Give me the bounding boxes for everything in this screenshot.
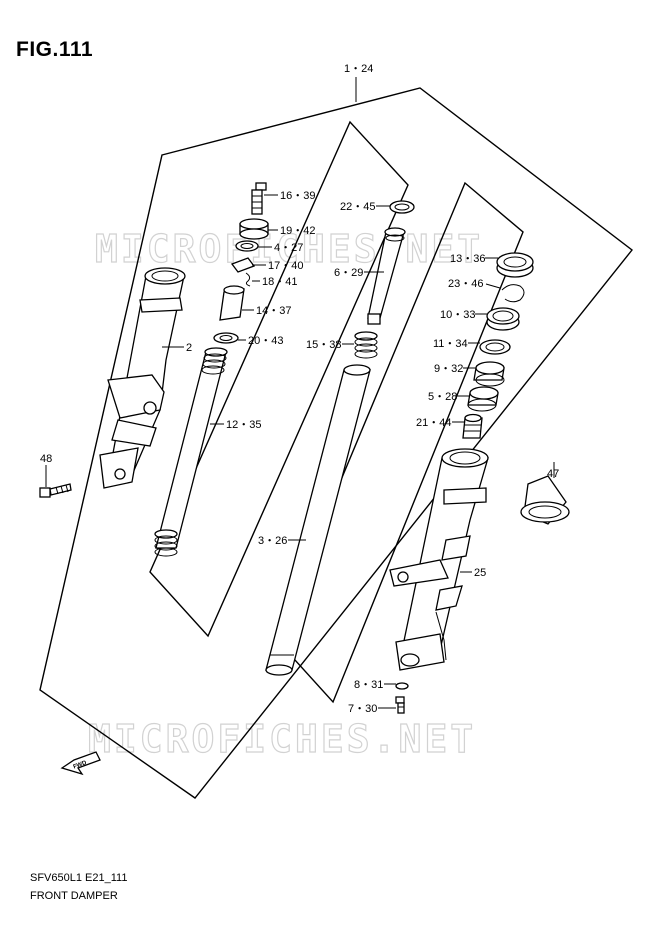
bolt-48 bbox=[39, 483, 72, 498]
callout-2: 2 bbox=[186, 342, 192, 354]
callout-18-41: 18・41 bbox=[262, 276, 297, 288]
left-cartridge-frame bbox=[149, 120, 409, 638]
circlip-23-46 bbox=[501, 284, 525, 303]
callout-10-33: 10・33 bbox=[440, 309, 475, 321]
leader-23-46 bbox=[485, 283, 501, 289]
spacer-14-37 bbox=[219, 285, 245, 321]
callout-25: 25 bbox=[474, 567, 486, 579]
callout-20-43: 20・43 bbox=[248, 335, 283, 347]
bushing-9-32 bbox=[473, 361, 505, 387]
callout-12-35: 12・35 bbox=[226, 419, 261, 431]
seal-22-45 bbox=[389, 200, 415, 214]
clip-18-41 bbox=[245, 272, 251, 287]
cap-19-42 bbox=[239, 218, 269, 240]
assembly-outline-frame bbox=[39, 87, 633, 799]
callout-21-44: 21・44 bbox=[416, 417, 451, 429]
rebound-spring-15-38 bbox=[354, 331, 378, 359]
washer-20-43 bbox=[213, 332, 239, 344]
figure-code: SFV650L1 E21_111 bbox=[30, 872, 128, 884]
inner-tube-3-26 bbox=[265, 364, 371, 676]
gasket-8-31 bbox=[395, 682, 409, 690]
outer-tube-right bbox=[389, 448, 489, 671]
callout-7-30: 7・30 bbox=[348, 703, 377, 715]
oil-lock-21-44 bbox=[462, 413, 483, 439]
callout-11-34: 11・34 bbox=[433, 338, 468, 350]
callout-15-38: 15・38 bbox=[306, 339, 341, 351]
callout-47: 47 bbox=[547, 468, 559, 480]
callout-3-26: 3・26 bbox=[258, 535, 287, 547]
callout-8-31: 8・31 bbox=[354, 679, 383, 691]
callout-4-27: 4・27 bbox=[274, 242, 303, 254]
callout-14-37: 14・37 bbox=[256, 305, 291, 317]
fwd-arrow-icon: FWD bbox=[60, 751, 101, 776]
bushing-5-28 bbox=[467, 386, 499, 412]
figure-name: FRONT DAMPER bbox=[30, 890, 118, 902]
callout-13-36: 13・36 bbox=[450, 253, 485, 265]
callout-48: 48 bbox=[40, 453, 52, 465]
callout-1-24: 1・24 bbox=[344, 63, 373, 75]
damper-cylinder-6-29 bbox=[367, 227, 406, 325]
bolt-16-39 bbox=[251, 182, 267, 215]
o-ring-4-27 bbox=[235, 240, 259, 252]
fwd-label: FWD bbox=[73, 760, 89, 771]
dust-seal-13-36 bbox=[496, 252, 534, 278]
callout-16-39: 16・39 bbox=[280, 190, 315, 202]
figure-title: FIG.111 bbox=[16, 38, 94, 61]
watermark-bottom: MICROFICHES.NET bbox=[88, 717, 476, 761]
bolt-7-30 bbox=[395, 696, 405, 714]
washer-11-34 bbox=[479, 339, 511, 355]
oil-seal-10-33 bbox=[486, 307, 520, 331]
fork-cover-47 bbox=[520, 475, 570, 525]
callout-23-46: 23・46 bbox=[448, 278, 483, 290]
spring-12-35 bbox=[154, 347, 228, 557]
washer-17-40 bbox=[230, 257, 256, 273]
callout-22-45: 22・45 bbox=[340, 201, 375, 213]
callout-5-28: 5・28 bbox=[428, 391, 457, 403]
outer-tube-left bbox=[99, 267, 186, 489]
callout-19-42: 19・42 bbox=[280, 225, 315, 237]
callout-6-29: 6・29 bbox=[334, 267, 363, 279]
callout-17-40: 17・40 bbox=[268, 260, 303, 272]
callout-9-32: 9・32 bbox=[434, 363, 463, 375]
